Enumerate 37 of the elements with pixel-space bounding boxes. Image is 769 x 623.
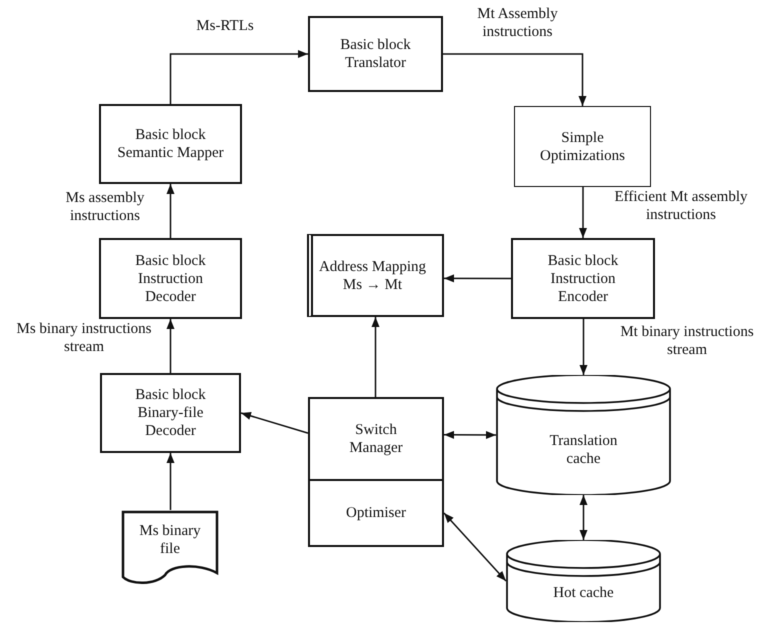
box-label: Simple Optimizations (539, 128, 626, 164)
arrow (444, 274, 511, 282)
database-cylinder (496, 375, 671, 495)
arrow (166, 453, 174, 510)
box-label: Basic block Instruction Encoder (546, 252, 620, 306)
arrow (372, 317, 380, 397)
arrow (166, 184, 174, 238)
process-box (99, 238, 242, 319)
process-box (99, 104, 242, 184)
box-label: Translation cache (548, 432, 618, 468)
arrow (170, 50, 308, 104)
arrow (579, 187, 587, 238)
process-box (100, 373, 241, 453)
arrow (166, 319, 174, 373)
arrow (580, 495, 588, 540)
box-label: Optimiser (346, 504, 406, 522)
box-label: Basic block Binary-file Decoder (134, 386, 207, 440)
mapping-table-box (307, 234, 444, 317)
arrow (580, 319, 588, 375)
box-label: Switch Manager (348, 421, 404, 457)
process-box (308, 16, 443, 92)
document-shape (121, 510, 219, 585)
process-box (511, 238, 655, 319)
process-box (308, 479, 444, 547)
database-cylinder (506, 540, 661, 622)
box-label: Basic block Semantic Mapper (116, 126, 225, 162)
box-label: Basic block Instruction Decoder (134, 252, 207, 306)
arrow (444, 430, 496, 439)
box-label: Ms binary file (138, 522, 202, 558)
box-label: Address Mapping Ms → Mt (318, 258, 428, 294)
process-box (308, 397, 444, 481)
arrow (443, 512, 507, 582)
process-box (514, 106, 651, 187)
box-label: Hot cache (553, 584, 614, 602)
arrow (240, 412, 308, 434)
box-label: Basic block Translator (339, 36, 412, 72)
arrow (443, 53, 586, 106)
